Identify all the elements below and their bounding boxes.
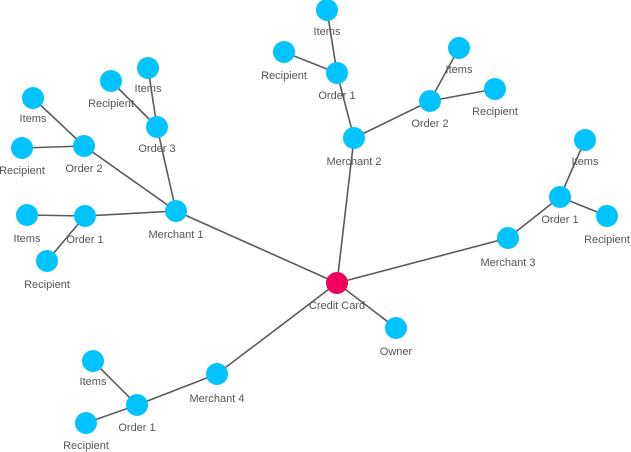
node-m1-o3-items[interactable] xyxy=(137,57,159,79)
label-m2-o2-recipient: Recipient xyxy=(472,106,518,118)
edge-merchant-3-to-m3-order-1 xyxy=(507,196,561,239)
node-m3-o1-recipient[interactable] xyxy=(596,205,618,227)
node-m1-order-1[interactable] xyxy=(74,205,96,227)
node-m1-o1-recipient[interactable] xyxy=(36,250,58,272)
label-merchant-3: Merchant 3 xyxy=(480,257,535,269)
edge-credit-card-to-merchant-3 xyxy=(336,237,509,284)
label-m2-order-2: Order 2 xyxy=(411,118,448,130)
edge-merchant-2-to-m2-order-2 xyxy=(353,100,431,139)
label-owner: Owner xyxy=(380,346,413,358)
edge-merchant-1-to-m1-order-2 xyxy=(83,145,177,212)
label-m3-o1-items: Items xyxy=(572,156,599,168)
label-m4-o1-recipient: Recipient xyxy=(63,440,109,452)
label-m2-o1-recipient: Recipient xyxy=(261,70,307,82)
node-m1-order-3[interactable] xyxy=(146,116,168,138)
node-m1-o2-recipient[interactable] xyxy=(11,137,33,159)
label-m3-o1-recipient: Recipient xyxy=(584,234,630,246)
label-m1-order-3: Order 3 xyxy=(138,143,175,155)
label-m1-order-2: Order 2 xyxy=(65,163,102,175)
node-m2-order-2[interactable] xyxy=(419,90,441,112)
edge-merchant-1-to-m1-order-1 xyxy=(84,210,177,217)
edge-merchant-1-to-m1-order-3 xyxy=(156,126,177,212)
label-m1-o3-items: Items xyxy=(135,83,162,95)
node-merchant-4[interactable] xyxy=(206,363,228,385)
label-m1-o3-recipient: Recipient xyxy=(88,98,134,110)
label-m3-order-1: Order 1 xyxy=(541,214,578,226)
label-m4-o1-items: Items xyxy=(80,376,107,388)
label-credit-card: Credit Card xyxy=(309,300,365,312)
edge-merchant-4-to-m4-order-1 xyxy=(136,373,218,406)
label-m1-order-1: Order 1 xyxy=(66,234,103,246)
label-m2-o1-items: Items xyxy=(314,26,341,38)
node-merchant-3[interactable] xyxy=(497,227,519,249)
edge-m1-order-2-to-m1-o2-items xyxy=(32,97,85,147)
node-credit-card[interactable] xyxy=(326,272,348,294)
node-m1-o3-recipient[interactable] xyxy=(100,70,122,92)
node-m3-order-1[interactable] xyxy=(549,186,571,208)
node-m2-order-1[interactable] xyxy=(326,62,348,84)
label-m1-o1-items: Items xyxy=(14,233,41,245)
edge-merchant-2-to-m2-order-1 xyxy=(336,72,355,139)
node-owner[interactable] xyxy=(385,317,407,339)
node-m2-o2-items[interactable] xyxy=(448,37,470,59)
label-merchant-4: Merchant 4 xyxy=(189,393,244,405)
node-m3-o1-items[interactable] xyxy=(574,129,596,151)
label-m4-order-1: Order 1 xyxy=(118,422,155,434)
node-merchant-1[interactable] xyxy=(165,200,187,222)
edge-m2-order-2-to-m2-o2-recipient xyxy=(429,88,496,102)
label-m1-o2-items: Items xyxy=(20,113,47,125)
edge-credit-card-to-owner xyxy=(336,282,397,329)
node-m1-order-2[interactable] xyxy=(73,135,95,157)
label-m2-order-1: Order 1 xyxy=(318,90,355,102)
label-m1-o1-recipient: Recipient xyxy=(24,279,70,291)
node-m2-o2-recipient[interactable] xyxy=(484,78,506,100)
node-m1-o1-items[interactable] xyxy=(16,204,38,226)
node-m2-o1-recipient[interactable] xyxy=(273,41,295,63)
edge-credit-card-to-merchant-1 xyxy=(175,210,338,284)
nodes-layer xyxy=(11,0,618,434)
label-m1-o2-recipient: Recipient xyxy=(0,165,45,177)
node-m1-o2-items[interactable] xyxy=(22,87,44,109)
node-m4-o1-recipient[interactable] xyxy=(75,412,97,434)
label-merchant-2: Merchant 2 xyxy=(326,156,381,168)
label-m2-o2-items: Items xyxy=(446,64,473,76)
edge-credit-card-to-merchant-4 xyxy=(216,282,338,375)
node-m2-o1-items[interactable] xyxy=(316,0,338,21)
node-m4-order-1[interactable] xyxy=(126,394,148,416)
edge-credit-card-to-merchant-2 xyxy=(336,137,355,284)
node-merchant-2[interactable] xyxy=(343,127,365,149)
label-merchant-1: Merchant 1 xyxy=(148,229,203,241)
node-m4-o1-items[interactable] xyxy=(82,350,104,372)
